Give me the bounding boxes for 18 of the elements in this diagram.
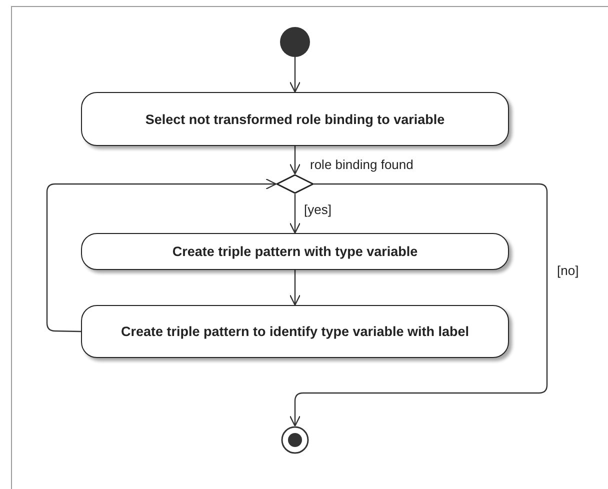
- decision-diamond: [276, 174, 314, 194]
- action-box: [81, 92, 509, 146]
- action-box: [81, 305, 509, 358]
- initial-node: [280, 27, 310, 57]
- edge-label: [no]: [556, 263, 580, 279]
- edge-label: [yes]: [303, 202, 332, 218]
- flow-arrow: [289, 194, 301, 234]
- action-text: Create triple pattern with type variable: [172, 243, 418, 260]
- flow-arrow: [289, 183, 548, 427]
- edge-label: role binding found: [309, 157, 414, 173]
- flow-arrow: [46, 178, 277, 332]
- flow-arrow: [289, 270, 301, 306]
- final-node: [281, 426, 309, 454]
- flow-arrow: [289, 146, 301, 175]
- action-text: Create triple pattern to identify type variable with label: [120, 323, 470, 340]
- action-text: Select not transformed role binding to variable: [145, 110, 445, 128]
- flow-arrow: [289, 57, 301, 93]
- action-box: [81, 233, 509, 270]
